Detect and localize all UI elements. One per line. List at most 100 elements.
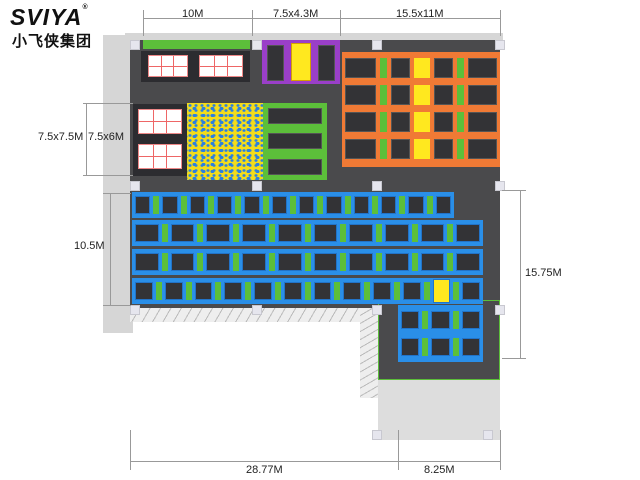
blue-pad	[224, 282, 242, 300]
dimension-line-mid	[110, 193, 111, 305]
blue-pad	[420, 253, 445, 271]
pillar	[483, 430, 493, 440]
orange-pad	[391, 58, 411, 78]
orange-pad	[467, 139, 497, 159]
green-strip	[317, 196, 324, 214]
green-pad	[268, 159, 322, 175]
blue-row	[132, 249, 483, 275]
blue-pad	[242, 253, 266, 271]
pillar	[495, 305, 505, 315]
dimension-line-right	[520, 190, 521, 358]
green-strip	[161, 253, 168, 271]
green-strip	[340, 224, 347, 242]
green-strip	[375, 224, 382, 242]
orange-zone	[342, 52, 500, 167]
blue-pad	[216, 196, 233, 214]
lane-pad	[267, 45, 284, 81]
blue-pad	[162, 196, 178, 214]
pillar	[252, 40, 262, 50]
dim-label-left-b: 7.5x6M	[88, 131, 125, 143]
green-strip	[180, 196, 187, 214]
blue-pad	[402, 282, 421, 300]
blue-pad	[271, 196, 287, 214]
dim-label-top-1: 10M	[182, 8, 204, 20]
blue-pad	[401, 311, 420, 329]
blue-pad	[431, 338, 450, 356]
dimension-tick	[398, 430, 399, 470]
green-pad	[268, 108, 322, 124]
green-strip	[447, 253, 454, 271]
green-strip	[340, 253, 347, 271]
orange-pad	[433, 139, 453, 159]
blue-pad	[431, 311, 450, 329]
orange-pad	[467, 58, 497, 78]
green-strip	[456, 85, 464, 105]
dim-label-top-2: 7.5x4.3M	[273, 8, 319, 20]
green-strip	[375, 253, 382, 271]
green-strip	[233, 224, 240, 242]
pillar	[252, 181, 262, 191]
blue-pad	[435, 196, 451, 214]
green-strip	[456, 58, 464, 78]
green-strip	[245, 282, 251, 300]
orange-pad	[345, 58, 377, 78]
dimension-tick	[502, 358, 526, 359]
green-strip	[371, 196, 378, 214]
green-pad	[268, 133, 322, 149]
blue-pad	[456, 224, 481, 242]
blue-pad	[135, 224, 159, 242]
blue-pad	[194, 282, 213, 300]
dimension-line-bottom	[130, 461, 500, 462]
blue-pad	[254, 282, 272, 300]
logo-registered-mark: ®	[82, 4, 89, 11]
green-strip	[380, 139, 387, 159]
blue-pad	[206, 224, 231, 242]
dim-label-bottom-2: 8.25M	[424, 464, 455, 476]
blue-pad	[373, 282, 391, 300]
lane-pad	[318, 45, 335, 81]
blue-pad	[313, 253, 338, 271]
green-strip	[153, 196, 160, 214]
blue-pad	[420, 224, 445, 242]
orange-pad	[391, 112, 411, 132]
orange-pad	[467, 112, 497, 132]
blue-trampoline-zone	[132, 192, 483, 307]
blue-pad	[135, 196, 151, 214]
dimension-tick	[83, 103, 133, 104]
green-strip	[235, 196, 242, 214]
dimension-tick	[130, 430, 131, 470]
green-strip	[422, 338, 429, 356]
green-strip	[262, 196, 269, 214]
trampoline-court	[148, 55, 188, 77]
blue-pad	[135, 253, 159, 271]
dim-label-left-mid: 10.5M	[74, 240, 105, 252]
green-strip	[452, 338, 459, 356]
orange-row	[345, 85, 497, 105]
dimension-tick	[103, 193, 131, 194]
blue-pad	[462, 282, 480, 300]
orange-pad	[433, 58, 453, 78]
blue-pad	[206, 253, 231, 271]
blue-pad	[408, 196, 424, 214]
blue-pad	[189, 196, 205, 214]
blue-pad	[343, 282, 361, 300]
yellow-lane	[414, 85, 430, 105]
dimension-tick	[252, 10, 253, 36]
hatched-edge	[130, 308, 378, 322]
left-wall	[103, 35, 133, 333]
orange-pad	[345, 139, 377, 159]
green-strip	[304, 224, 311, 242]
blue-pad	[277, 224, 302, 242]
yellow-lane	[291, 43, 311, 81]
green-strip	[185, 282, 192, 300]
orange-row	[345, 139, 497, 159]
green-bar	[143, 40, 250, 49]
pillar	[372, 181, 382, 191]
orange-pad	[467, 85, 497, 105]
orange-row	[345, 58, 497, 78]
green-strip	[452, 311, 459, 329]
green-strip	[426, 196, 433, 214]
dimension-tick	[103, 305, 131, 306]
green-strip	[423, 282, 430, 300]
blue-pad	[313, 224, 338, 242]
